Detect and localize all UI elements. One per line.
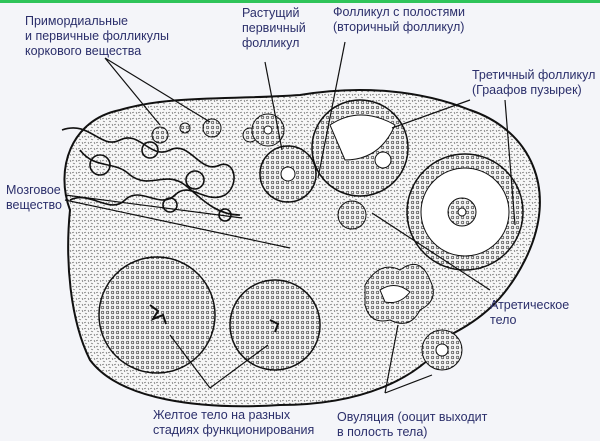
corpus-luteum-2 <box>229 279 321 371</box>
primary-follicle <box>259 145 317 203</box>
top-accent-bar <box>0 0 600 3</box>
label-line: Атретическое <box>490 298 570 312</box>
label-atretic-body: Атретическое тело <box>490 298 569 328</box>
pointer-lines <box>64 41 516 394</box>
label-line: тело <box>490 313 517 327</box>
growing-follicle <box>251 113 285 147</box>
secondary-follicle <box>311 99 409 197</box>
atretic-body <box>337 200 367 230</box>
label-secondary-follicle: Фолликул с полостями (вторичный фолликул… <box>333 5 465 35</box>
label-line: в полость тела) <box>337 425 428 439</box>
label-line: Овуляция (ооцит выходит <box>337 410 488 424</box>
label-line: вещество <box>6 198 62 212</box>
label-ovulation: Овуляция (ооцит выходит в полость тела) <box>337 410 487 440</box>
label-corpus-luteum: Желтое тело на разных стадиях функционир… <box>153 408 314 438</box>
primordial-follicles <box>151 118 258 144</box>
label-line: и первичные фолликулы <box>25 29 169 43</box>
medulla-vessels <box>61 127 241 222</box>
label-line: Растущий <box>242 6 300 20</box>
label-line: первичный <box>242 21 306 35</box>
label-primordial-follicles: Примордиальные и первичные фолликулы кор… <box>25 14 169 59</box>
label-tertiary-follicle: Третичный фолликул (Граафов пузырек) <box>472 68 595 98</box>
corpus-luteum-1 <box>98 256 216 374</box>
ovulated-oocyte <box>421 329 463 371</box>
label-line: коркового вещества <box>25 44 142 58</box>
label-line: (Граафов пузырек) <box>472 83 582 97</box>
label-growing-follicle: Растущий первичный фолликул <box>242 6 306 51</box>
label-line: стадиях функционирования <box>153 423 315 437</box>
tertiary-follicle <box>406 153 524 271</box>
label-line: Примордиальные <box>25 14 129 28</box>
label-medulla: Мозговое вещество <box>6 183 62 213</box>
label-line: Мозговое <box>6 183 61 197</box>
label-line: Третичный фолликул <box>472 68 596 82</box>
label-line: Желтое тело на разных <box>153 408 291 422</box>
label-line: Фолликул с полостями <box>333 5 465 19</box>
label-line: (вторичный фолликул) <box>333 20 465 34</box>
ruptured-follicle <box>364 263 434 324</box>
label-line: фолликул <box>242 36 300 50</box>
